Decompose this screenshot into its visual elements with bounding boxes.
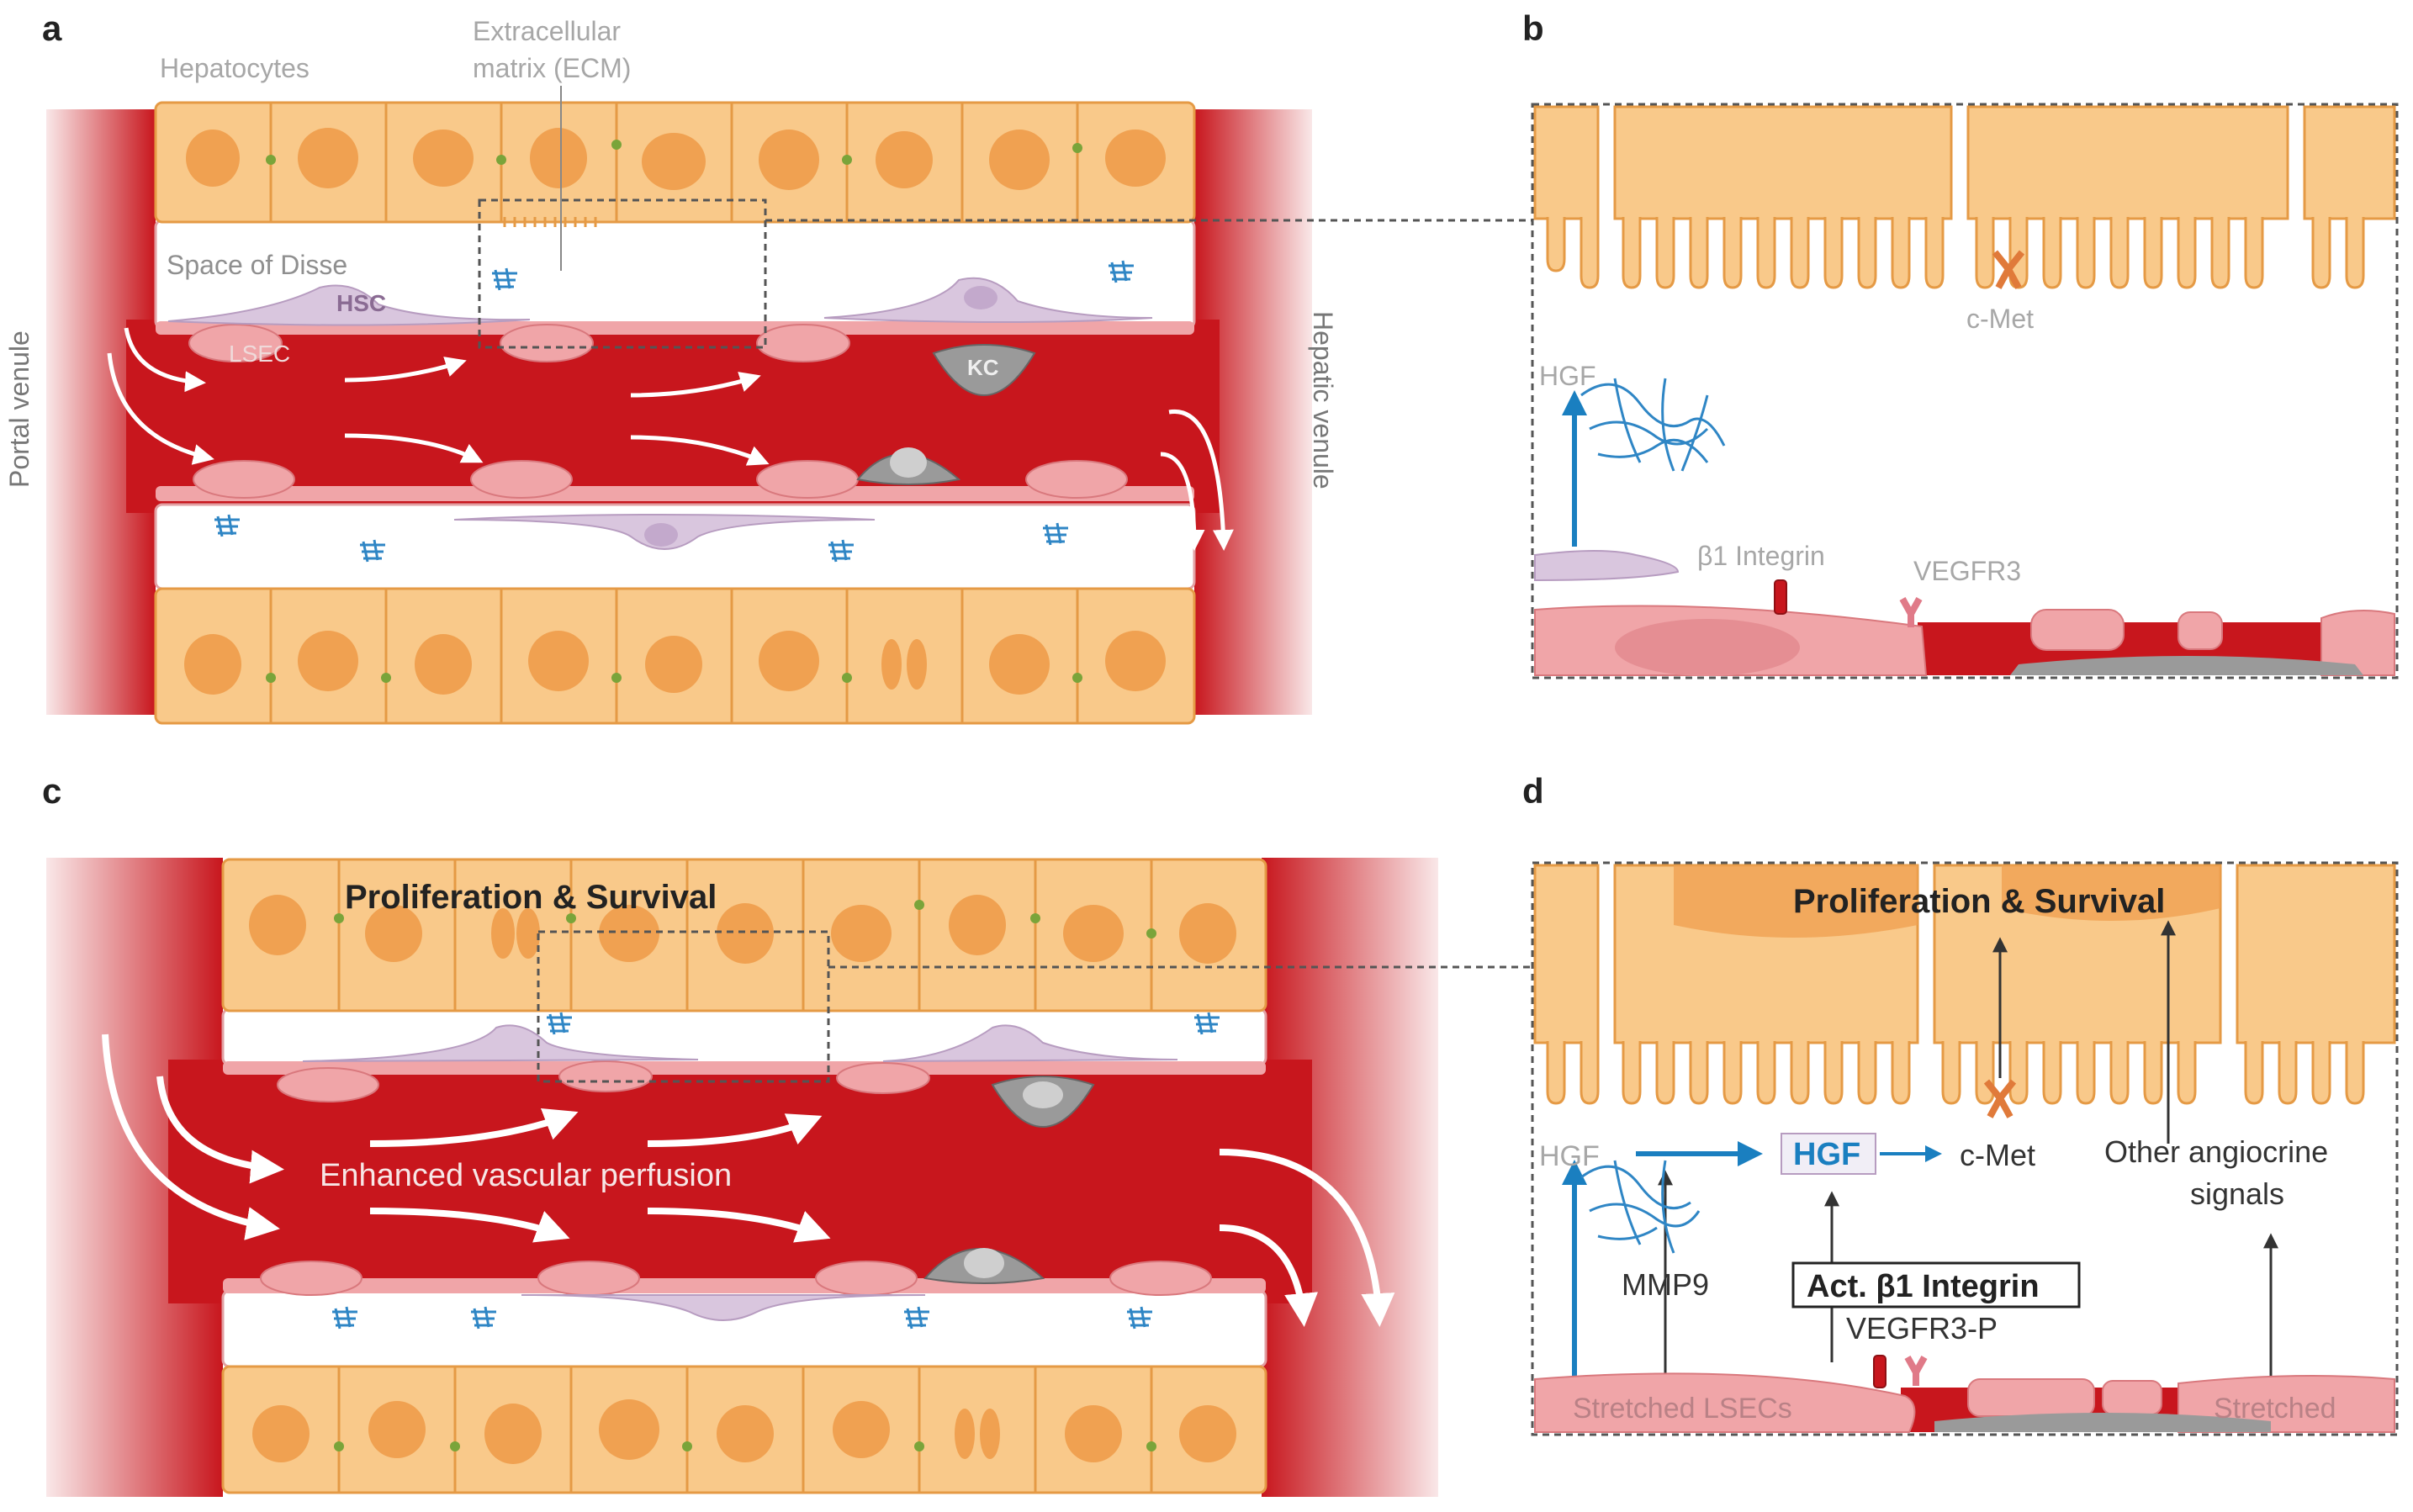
b1-integrin-b (1774, 579, 1787, 615)
label-hgf-active-d: HGF (1793, 1137, 1860, 1172)
blood-flow-arrows-a (107, 327, 1234, 551)
label-b1-integrin-b: β1 Integrin (1697, 541, 1825, 571)
c-met-receptor-d (1983, 1079, 2017, 1118)
label-hsc: HSC (336, 290, 386, 316)
dilated-sinusoid-c (168, 1060, 1312, 1303)
kupffer-b (2010, 656, 2363, 675)
label-other-signals-line1: Other angiocrine (2104, 1134, 2328, 1169)
panel-label-c: c (42, 771, 61, 811)
label-proliferation-d: Proliferation & Survival (1793, 883, 2165, 920)
label-c-met-b: c-Met (1966, 304, 2034, 334)
act-integrin-box (1791, 1261, 2081, 1308)
label-mmp9: MMP9 (1622, 1267, 1709, 1302)
zoom-region-c (537, 930, 830, 1083)
kupffer-cells (856, 344, 1036, 485)
label-perfusion-c: Enhanced vascular perfusion (320, 1158, 732, 1193)
panel-d: d Proliferation & Survival (1522, 771, 2399, 1436)
label-c-met-d: c-Met (1960, 1138, 2035, 1172)
ecm-fibers-a (214, 260, 1134, 563)
vegfr3-p-receptor-d (1904, 1356, 1928, 1386)
label-hepatic-venule: Hepatic venule (1308, 311, 1338, 489)
panel-label-d: d (1522, 771, 1544, 811)
ecm-fibers-c (332, 1012, 1220, 1330)
label-act-integrin: Act. β1 Integrin (1807, 1269, 2040, 1304)
label-stretched-lsecs: Stretched LSECs (1573, 1393, 1792, 1425)
label-stretched: Stretched (2214, 1393, 2336, 1425)
lsec-cells (188, 324, 1128, 499)
label-proliferation-c: Proliferation & Survival (345, 879, 717, 916)
ecm-mesh-b (1580, 378, 1726, 472)
label-lsec: LSEC (229, 341, 290, 367)
blood-flow-arrows-c (102, 1034, 1395, 1327)
ecm-mesh-d (1580, 1160, 1701, 1254)
label-kc: KC (967, 355, 999, 380)
c-met-receptor-b (1992, 250, 2025, 289)
panel-label-b: b (1522, 8, 1544, 48)
label-other-signals-line2: signals (2190, 1176, 2284, 1211)
label-hgf-matrix-d: HGF (1539, 1140, 1600, 1172)
hepatocyte-row-top-c (221, 858, 1267, 1012)
label-vegfr3-p: VEGFR3-P (1846, 1311, 1998, 1345)
hsc-process-b (1534, 550, 1680, 582)
hepatocyte-row-bottom (154, 587, 1196, 725)
panel-c: c (42, 771, 1535, 1497)
panel-label-a: a (42, 8, 62, 48)
label-vegfr3-b: VEGFR3 (1913, 556, 2021, 586)
lsec-lining-bottom (156, 486, 1194, 501)
panel-a: a (4, 8, 1535, 725)
kupffer-cells-c (923, 1076, 1095, 1284)
label-hepatocytes: Hepatocytes (160, 53, 310, 83)
b1-integrin-d (1873, 1355, 1886, 1388)
label-portal-venule: Portal venule (4, 330, 34, 488)
stretched-lsec-d (1534, 1372, 1916, 1433)
label-hgf-b: HGF (1539, 361, 1596, 391)
hepatocyte-row-bottom-c (221, 1365, 1267, 1494)
panel-b: b c-Met HGF β1 Integrin (1522, 8, 2399, 679)
vegfr3-receptor-b (1899, 597, 1923, 627)
hepatocyte-row-top (154, 101, 1196, 227)
hepatocyte-microvilli-b (1533, 105, 2396, 220)
zoom-region-a (478, 198, 767, 349)
hgf-active-box (1781, 1133, 1876, 1175)
label-space-of-disse: Space of Disse (167, 250, 347, 280)
label-ecm-line1: Extracellular (473, 16, 621, 46)
label-ecm-line2: matrix (ECM) (473, 53, 631, 83)
